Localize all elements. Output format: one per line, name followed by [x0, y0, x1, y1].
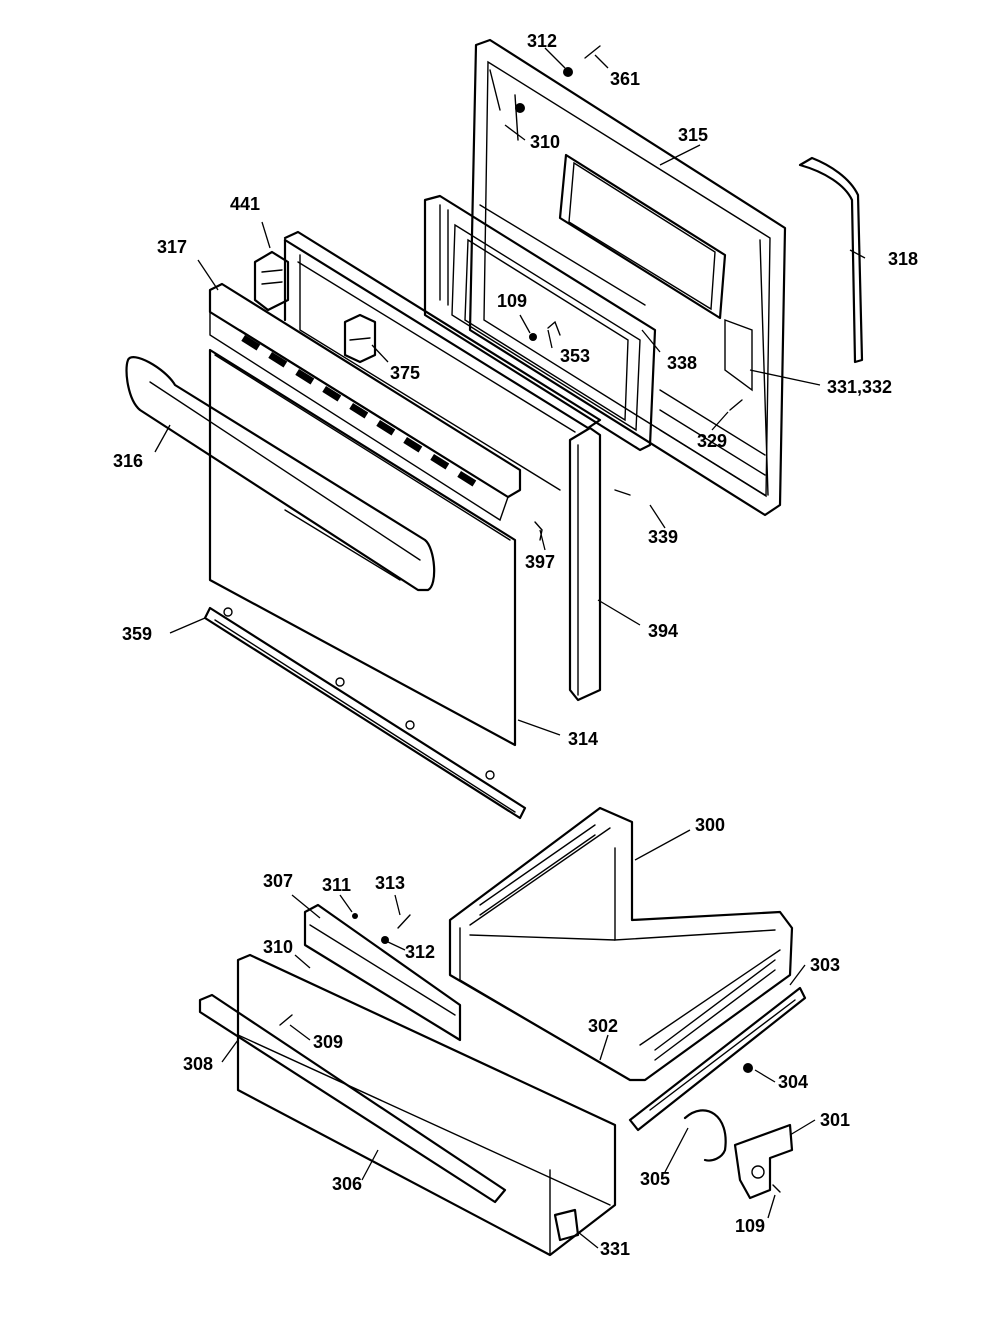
callout-331: 331 — [600, 1239, 631, 1259]
inner-glass-frame-338 — [423, 194, 657, 452]
callout-314: 314 — [568, 729, 599, 749]
callout-303: 303 — [810, 955, 841, 975]
callout-312-drawer: 312 — [405, 942, 436, 962]
callout-301: 301 — [820, 1110, 851, 1130]
latch-375 — [343, 313, 377, 364]
callout-300: 300 — [695, 815, 726, 835]
drawer-front-306 — [236, 953, 617, 1257]
leader-lines — [154, 47, 866, 1249]
callout-375: 375 — [390, 363, 421, 383]
drawer-roller-331 — [553, 1208, 580, 1242]
callout-310-drawer: 310 — [263, 937, 294, 957]
callout-309: 309 — [313, 1032, 344, 1052]
roller-305 — [683, 1109, 727, 1162]
bracket-301 — [733, 1123, 794, 1200]
callout-308: 308 — [183, 1054, 214, 1074]
callout-307: 307 — [263, 871, 294, 891]
callout-316: 316 — [113, 451, 144, 471]
side-trim-394 — [568, 426, 602, 702]
callout-441: 441 — [230, 194, 261, 214]
callout-304: 304 — [778, 1072, 809, 1092]
callout-331-332: 331,332 — [827, 377, 893, 397]
callout-318: 318 — [888, 249, 919, 269]
vent-trim-317 — [208, 282, 522, 522]
callout-315: 315 — [678, 125, 709, 145]
bottom-trim-359 — [203, 606, 527, 820]
drawer-trim-308 — [198, 993, 507, 1204]
callout-306: 306 — [332, 1174, 363, 1194]
callout-302: 302 — [588, 1016, 619, 1036]
callout-339: 339 — [648, 527, 679, 547]
outer-door-panel-315 — [468, 38, 787, 517]
callout-310: 310 — [530, 132, 561, 152]
callout-329: 329 — [697, 431, 728, 451]
inner-door-liner — [283, 230, 602, 491]
callout-109: 109 — [497, 291, 528, 311]
callout-394: 394 — [648, 621, 679, 641]
small-hardware — [529, 45, 743, 541]
slide-rail-303 — [628, 986, 807, 1132]
hinge-bracket-441 — [253, 250, 290, 312]
drawer-inner-panel-307 — [303, 903, 462, 1042]
callout-305: 305 — [640, 1169, 671, 1189]
callout-353: 353 — [560, 346, 591, 366]
callout-359: 359 — [122, 624, 153, 644]
callout-397: 397 — [525, 552, 556, 572]
gasket-318 — [798, 156, 864, 364]
callout-338: 338 — [667, 353, 698, 373]
drawer-box-300 — [448, 806, 794, 1082]
callout-109-drawer: 109 — [735, 1216, 766, 1236]
callout-311: 311 — [322, 875, 352, 895]
callout-317: 317 — [157, 237, 188, 257]
callout-313: 313 — [375, 873, 406, 893]
outer-door-front-314 — [208, 348, 517, 747]
callout-361: 361 — [610, 69, 641, 89]
callout-312: 312 — [527, 31, 558, 51]
door-handle-316 — [125, 356, 436, 592]
